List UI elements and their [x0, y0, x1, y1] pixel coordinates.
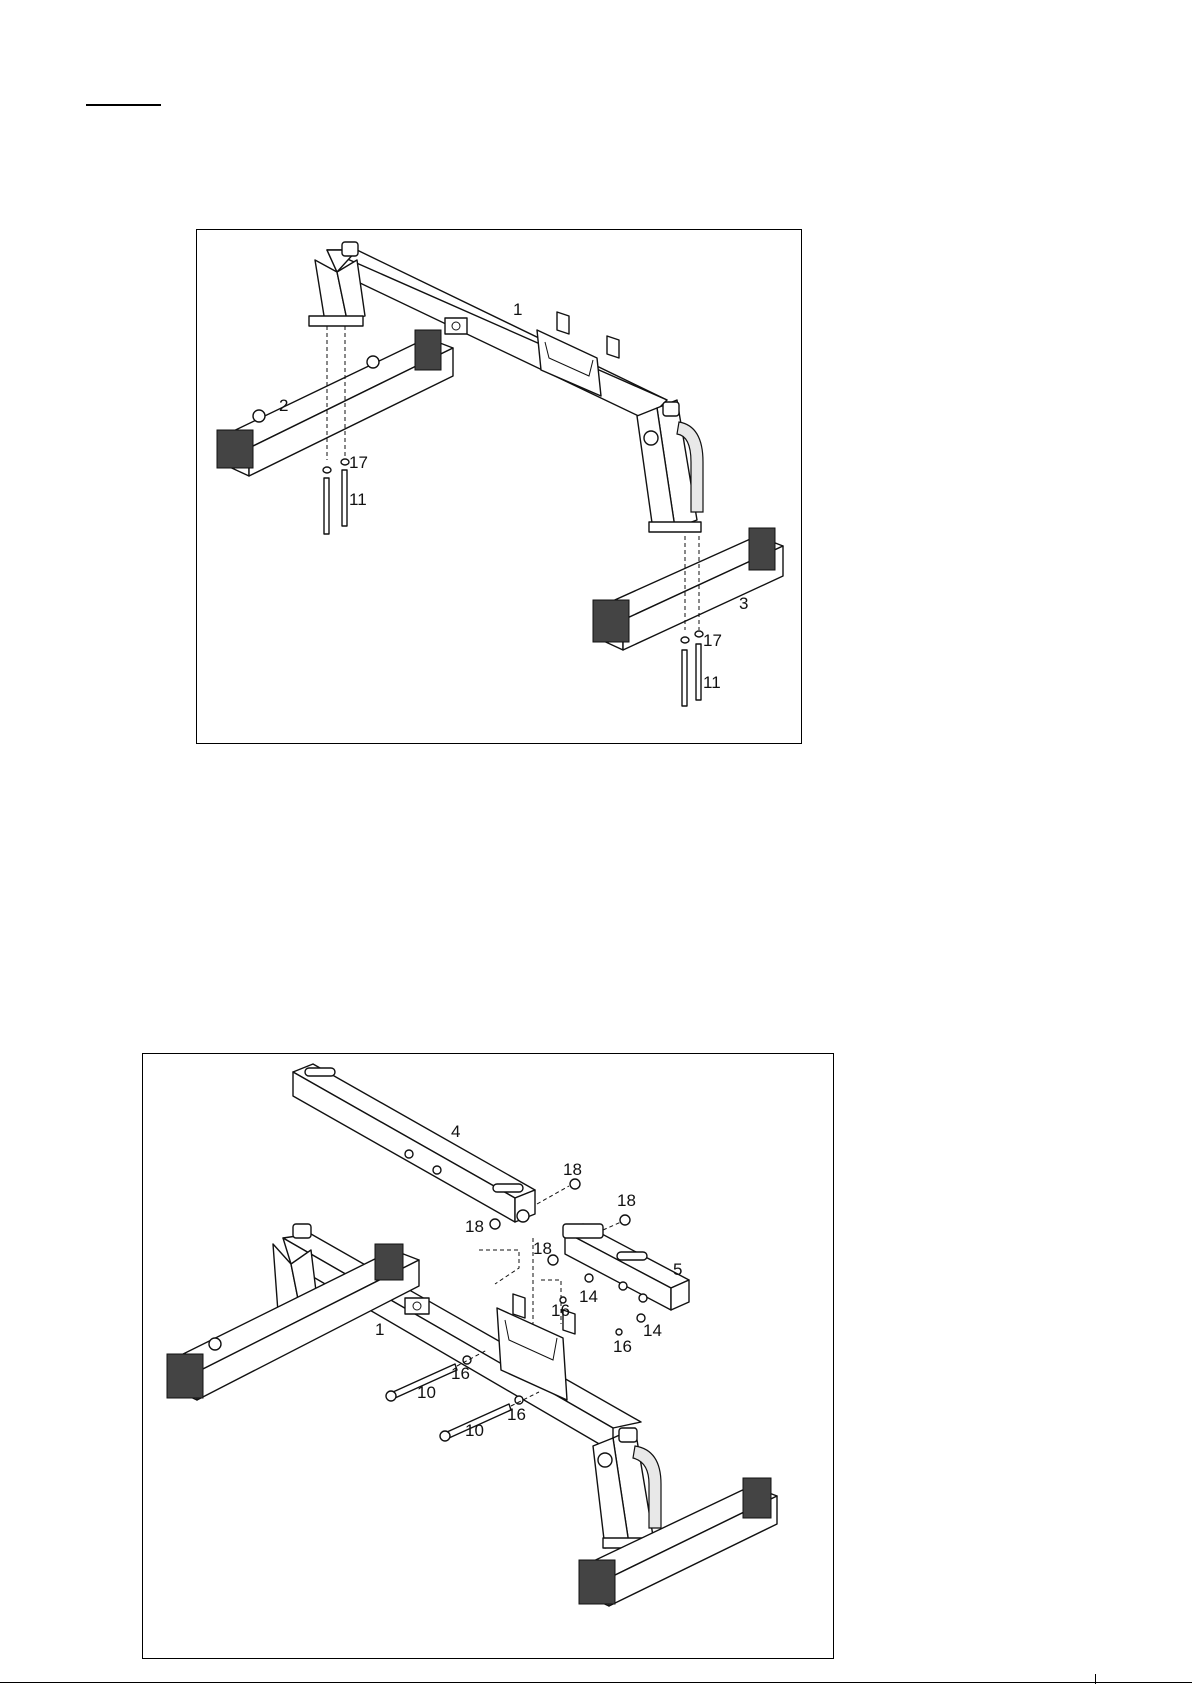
label-part-4: 4 [451, 1122, 460, 1141]
label-part-17-left: 17 [349, 453, 368, 472]
label-part-16-d: 16 [507, 1405, 526, 1424]
assembly-figure-step-1: 1 2 17 11 3 17 11 [196, 229, 802, 744]
label-part-2: 2 [279, 396, 288, 415]
assembly-figure-step-2: 4 18 18 18 18 5 14 16 14 16 1 16 10 16 1… [142, 1053, 834, 1659]
upper-tube-part [293, 1064, 580, 1229]
label-part-14-b: 14 [643, 1321, 662, 1340]
label-part-17-right: 17 [703, 631, 722, 650]
left-stabilizer-part [217, 326, 453, 534]
label-part-3: 3 [739, 594, 748, 613]
label-part-1: 1 [513, 300, 522, 319]
label-part-11-right: 11 [703, 673, 721, 692]
label-part-11-left: 11 [349, 490, 367, 509]
footer-rule [0, 1682, 1192, 1683]
label-part-16-b: 16 [613, 1337, 632, 1356]
label-part-10-a: 10 [417, 1383, 436, 1402]
label-part-1: 1 [375, 1320, 384, 1339]
right-stabilizer-part [593, 528, 783, 706]
footer-tick [1095, 1674, 1096, 1684]
label-part-18-left: 18 [465, 1217, 484, 1236]
label-part-14-a: 14 [579, 1287, 598, 1306]
frame-stabilizer-diagram: 1 2 17 11 3 17 11 [197, 230, 803, 745]
header-rule [86, 104, 161, 106]
label-part-18-mid: 18 [533, 1239, 552, 1258]
label-part-5: 5 [673, 1260, 682, 1279]
label-part-16-c: 16 [451, 1364, 470, 1383]
label-part-18-side: 18 [617, 1191, 636, 1210]
label-part-18-upper: 18 [563, 1160, 582, 1179]
label-part-16-a: 16 [551, 1301, 570, 1320]
upper-tube-bracket-diagram: 4 18 18 18 18 5 14 16 14 16 1 16 10 16 1… [143, 1054, 835, 1660]
label-part-10-b: 10 [465, 1421, 484, 1440]
